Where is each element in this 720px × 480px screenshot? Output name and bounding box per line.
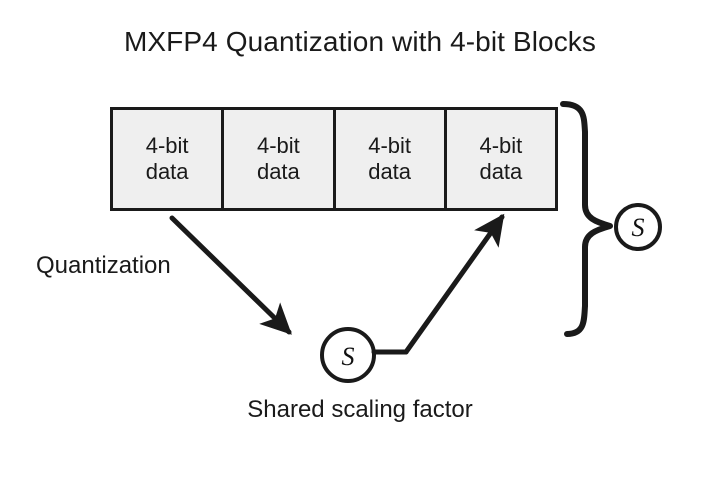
data-block-3-line1: 4-bit [368,133,412,159]
shared-scale-circle[interactable] [320,327,376,383]
quantization-label: Quantization [36,252,171,279]
data-block-3[interactable]: 4-bit data [332,107,447,211]
shared-scale-label: S [342,342,355,371]
data-block-2[interactable]: 4-bit data [221,107,336,211]
shared-scaling-factor-label: Shared scaling factor [247,396,473,423]
block-scale-label: S [632,213,645,242]
data-block-2-line2: data [256,159,300,184]
data-block-4[interactable]: 4-bit data [443,107,558,211]
block-strip: 4-bit data 4-bit data 4-bit data 4-bit d… [110,107,558,211]
page-title: MXFP4 Quantization with 4-bit Blocks [123,26,596,57]
block-scale-circle[interactable] [614,203,662,251]
data-block-2-line1: 4-bit [256,133,300,159]
data-block-1-line2: data [145,159,189,184]
shared-scale-arrow [403,213,505,355]
data-block-3-line2: data [368,159,412,184]
group-brace-icon [560,101,613,337]
data-block-1[interactable]: 4-bit data [110,107,225,211]
data-block-4-line1: 4-bit [479,133,523,159]
data-block-1-line1: 4-bit [145,133,189,159]
data-block-4-line2: data [479,159,523,184]
quantization-arrow [169,215,292,335]
